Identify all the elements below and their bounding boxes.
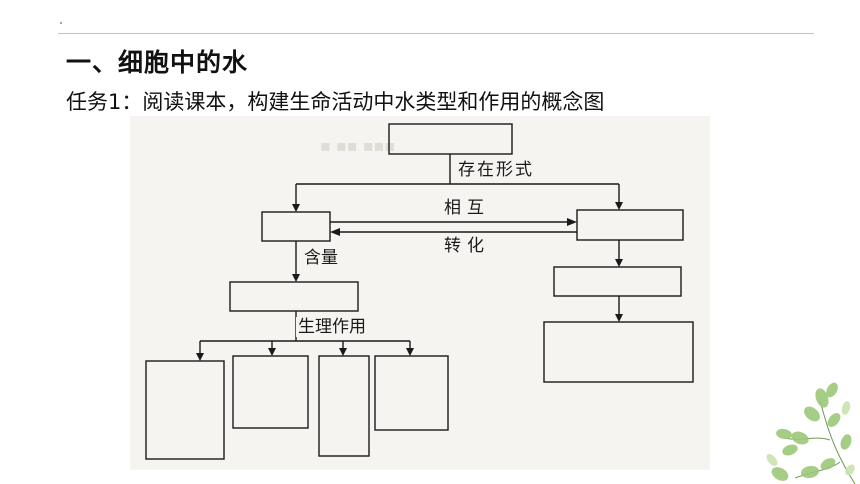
label-mutual: 相互 [442, 198, 492, 218]
label-existence-form: 存在形式 [456, 160, 536, 180]
header-rule [58, 33, 814, 34]
box-right-function [543, 321, 694, 383]
label-content: 含量 [302, 248, 340, 268]
task-instruction: 任务1：阅读课本，构建生命活动中水类型和作用的概念图 [66, 90, 605, 114]
box-water-top [388, 123, 513, 155]
box-left-form [261, 211, 331, 242]
concept-map-scan: ▪ ▪▪ ▪▪▪ [130, 116, 710, 470]
box-function-1 [145, 360, 225, 460]
label-conversion: 转化 [442, 236, 492, 256]
box-function-2 [232, 355, 309, 429]
leaf-decoration-icon [766, 382, 856, 484]
box-right-form [576, 209, 684, 241]
scan-ghost-text: ▪ ▪▪ ▪▪▪ [320, 136, 396, 155]
box-function-4 [374, 355, 449, 431]
concept-map-lines [145, 123, 694, 460]
corner-dot [60, 22, 62, 24]
label-physiological-function: 生理作用 [296, 317, 368, 337]
box-function-3 [318, 355, 370, 457]
box-right-content [553, 266, 682, 297]
box-content [229, 281, 359, 312]
slide-heading: 一、细胞中的水 [66, 48, 249, 77]
